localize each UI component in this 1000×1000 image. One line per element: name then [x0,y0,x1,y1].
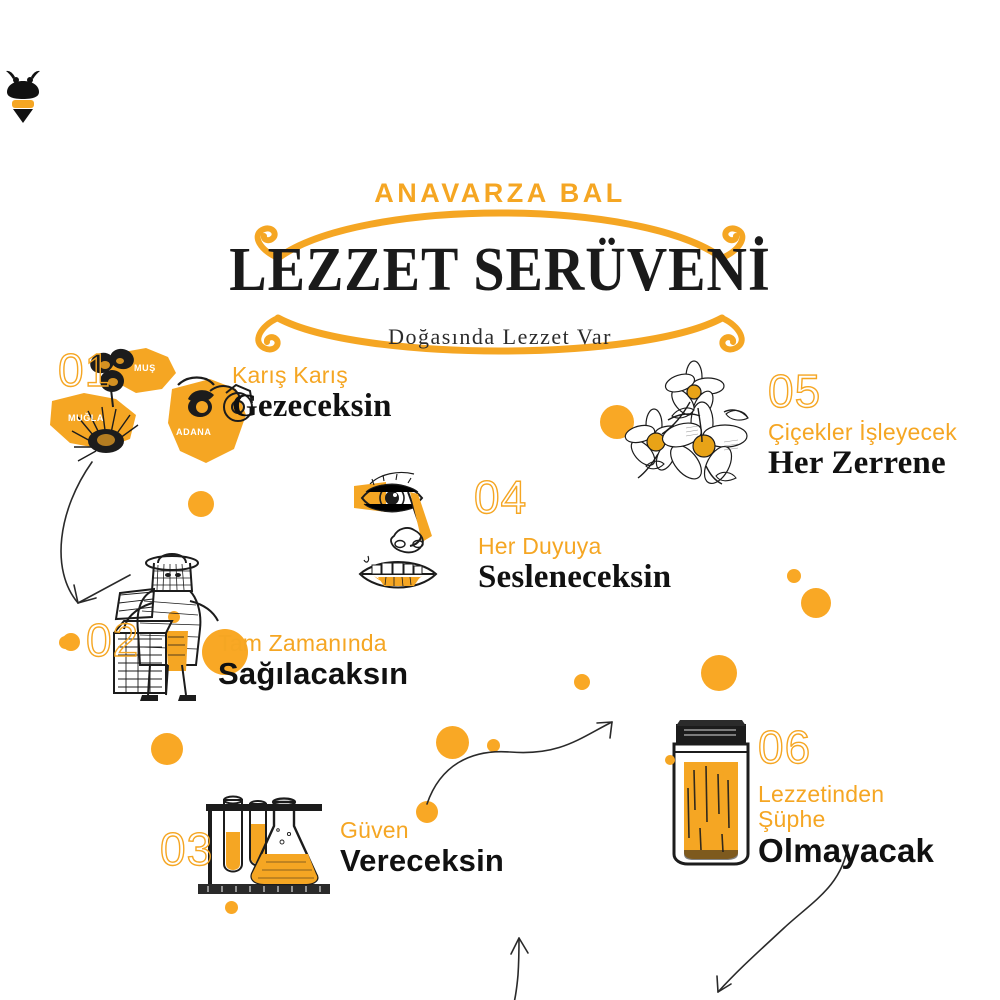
tagline: Doğasında Lezzet Var [388,324,612,349]
connector-arrows [60,461,849,1000]
accent-dot [225,901,238,914]
step-06-line-3: Olmayacak [758,831,935,869]
step-number-05: 05 [767,365,822,417]
accent-dot [416,801,438,823]
accent-dot [436,726,469,759]
map-label-mugla: MUĞLA [68,412,104,423]
step-04-line-1: Her Duyuya [478,533,602,559]
step-05-line-1: Çiçekler İşleyecek [768,419,957,445]
accent-dot [188,491,214,517]
accent-dot [487,739,500,752]
step-02-line-1: Tam Zamanında [218,630,387,656]
banner-ribbon [240,150,760,370]
step-05[interactable]: 05 Çiçekler İşleyecek Her Zerrene [624,360,988,508]
step-01-line-1: Karış Karış [232,362,348,388]
step-03-line-1: Güven [340,817,409,843]
step-number-01: 01 [57,344,112,396]
step-05-line-2: Her Zerrene [768,444,946,481]
step-02-accent-blob [202,629,248,675]
accent-dot [701,655,737,691]
bee-icon [0,68,1000,124]
header: ANAVARZA BAL LEZZET SERÜVENİ Doğasında L… [0,60,1000,355]
map-label-mus: MUŞ [134,363,156,373]
step-02[interactable]: 02 Tam Zamanında Sağılacaksın [62,545,462,710]
step-01[interactable]: MUŞ MUĞLA ADANA 01 Karış Karış Gezeceksi… [50,345,470,485]
step-06-line-2: Şüphe [758,805,826,832]
step-number-03: 03 [159,823,214,875]
step-04[interactable]: 04 Her Duyuya Sesleneceksin [352,470,732,615]
step-number-02: 02 [85,614,140,666]
step-number-06: 06 [757,721,812,773]
map-label-adana: ADANA [176,427,212,437]
step-04-line-2: Sesleneceksin [478,558,672,595]
accent-dot [62,633,80,651]
step-03-line-2: Vereceksin [340,842,505,878]
face-senses-icon [352,470,482,600]
beekeeper-hive-icon [110,545,250,705]
accent-dot [574,674,590,690]
accent-dot [151,733,183,765]
page-title: LEZZET SERÜVENİ [229,235,771,305]
brand-name: ANAVARZA BAL [374,178,626,208]
accent-dot [801,588,831,618]
accent-dot [787,569,801,583]
step-06-line-1: Lezzetinden [758,781,885,807]
flowers-icon [624,360,758,488]
honey-jar-icon [662,718,762,868]
step-number-04: 04 [473,471,528,523]
step-03[interactable]: 03 Güven Vereceksin [159,790,560,910]
step-06[interactable]: 06 Lezzetinden Şüphe Olmayacak [662,718,992,878]
step-02-line-2: Sağılacaksın [218,655,409,691]
turkey-regions-map-icon: MUŞ MUĞLA ADANA [50,345,280,470]
lab-test-tubes-icon [196,790,356,900]
step-01-line-2: Gezeceksin [232,387,392,424]
